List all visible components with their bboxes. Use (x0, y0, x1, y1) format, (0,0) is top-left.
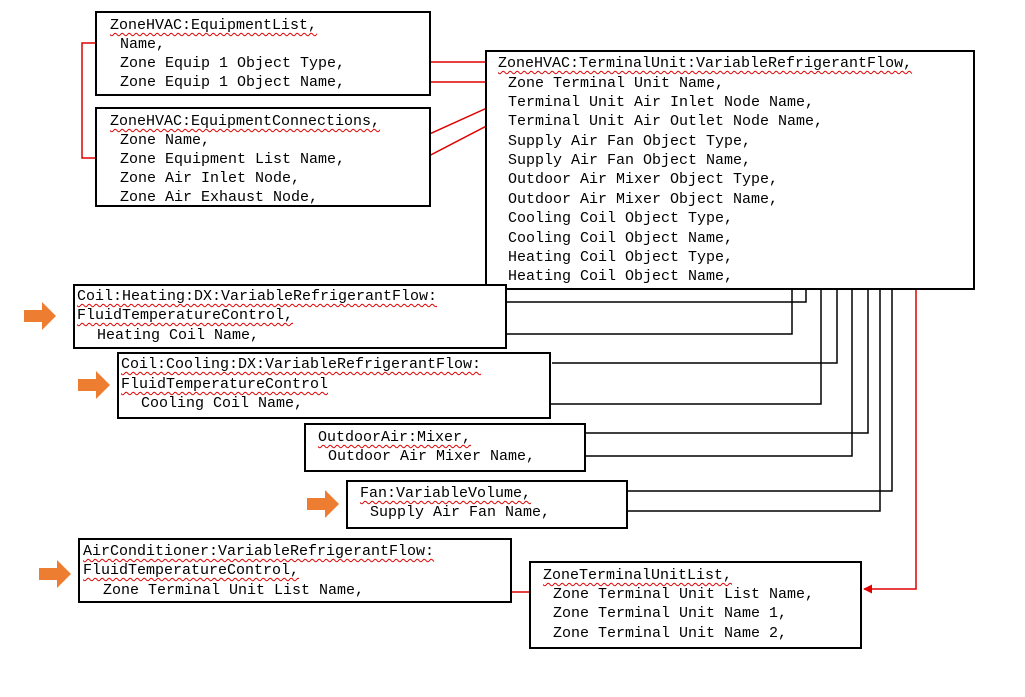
fan-box: Fan:VariableVolume, Supply Air Fan Name, (346, 480, 628, 529)
object-header: ZoneTerminalUnitList, (543, 567, 733, 584)
orange-arrow-icon (39, 560, 71, 588)
field-label: Supply Air Fan Object Type, (508, 133, 752, 150)
object-header: ZoneHVAC:EquipmentList, (110, 17, 318, 34)
field-label: Cooling Coil Name, (141, 395, 304, 412)
outdoor-air-mixer-box: OutdoorAir:Mixer, Outdoor Air Mixer Name… (304, 423, 586, 472)
vrf-terminal-unit-box: ZoneHVAC:TerminalUnit:VariableRefrigeran… (485, 50, 975, 290)
field-label: Supply Air Fan Object Name, (508, 152, 752, 169)
orange-arrow-icon (307, 490, 339, 518)
air-conditioner-vrf-box: AirConditioner:VariableRefrigerantFlow: … (78, 538, 512, 603)
heating-coil-box: Coil:Heating:DX:VariableRefrigerantFlow:… (73, 284, 507, 349)
field-label: Name, (120, 36, 166, 53)
equipment-connections-box: ZoneHVAC:EquipmentConnections, Zone Name… (95, 107, 431, 207)
field-label: Zone Terminal Unit Name 1, (553, 605, 788, 622)
field-label: Heating Coil Name, (97, 327, 260, 344)
field-label: Heating Coil Object Type, (508, 249, 734, 266)
object-header: Fan:VariableVolume, (360, 485, 532, 502)
field-label: Zone Equipment List Name, (120, 151, 346, 168)
cooling-coil-box: Coil:Cooling:DX:VariableRefrigerantFlow:… (117, 352, 551, 419)
object-header: OutdoorAir:Mixer, (318, 429, 472, 446)
field-label: Terminal Unit Air Inlet Node Name, (508, 94, 815, 111)
object-header: ZoneHVAC:EquipmentConnections, (110, 113, 381, 130)
object-header: AirConditioner:VariableRefrigerantFlow: (83, 543, 435, 560)
field-label: Zone Equip 1 Object Name, (120, 74, 346, 91)
field-label: Cooling Coil Object Type, (508, 210, 734, 227)
object-header: Coil:Cooling:DX:VariableRefrigerantFlow: (121, 356, 482, 373)
object-header: FluidTemperatureControl (121, 376, 329, 393)
field-label: Outdoor Air Mixer Object Name, (508, 191, 779, 208)
field-label: Supply Air Fan Name, (370, 504, 551, 521)
field-label: Outdoor Air Mixer Name, (328, 448, 536, 465)
field-label: Zone Terminal Unit List Name, (103, 582, 365, 599)
field-label: Terminal Unit Air Outlet Node Name, (508, 113, 824, 130)
object-header: FluidTemperatureControl, (77, 307, 294, 324)
field-label: Cooling Coil Object Name, (508, 230, 734, 247)
field-label: Outdoor Air Mixer Object Type, (508, 171, 779, 188)
orange-arrow-icon (78, 371, 110, 399)
field-label: Zone Equip 1 Object Type, (120, 55, 346, 72)
field-label: Zone Terminal Unit Name, (508, 75, 725, 92)
orange-arrow-icon (24, 302, 56, 330)
object-header: Coil:Heating:DX:VariableRefrigerantFlow: (77, 288, 438, 305)
field-label: Zone Terminal Unit Name 2, (553, 625, 788, 642)
equipment-list-box: ZoneHVAC:EquipmentList, Name, Zone Equip… (95, 11, 431, 96)
object-header: FluidTemperatureControl, (83, 562, 300, 579)
zone-terminal-unit-list-box: ZoneTerminalUnitList, Zone Terminal Unit… (529, 561, 862, 649)
object-header: ZoneHVAC:TerminalUnit:VariableRefrigeran… (498, 55, 913, 72)
field-label: Zone Name, (120, 132, 211, 149)
field-label: Heating Coil Object Name, (508, 268, 734, 285)
field-label: Zone Air Exhaust Node, (120, 189, 319, 206)
field-label: Zone Terminal Unit List Name, (553, 586, 815, 603)
field-label: Zone Air Inlet Node, (120, 170, 301, 187)
